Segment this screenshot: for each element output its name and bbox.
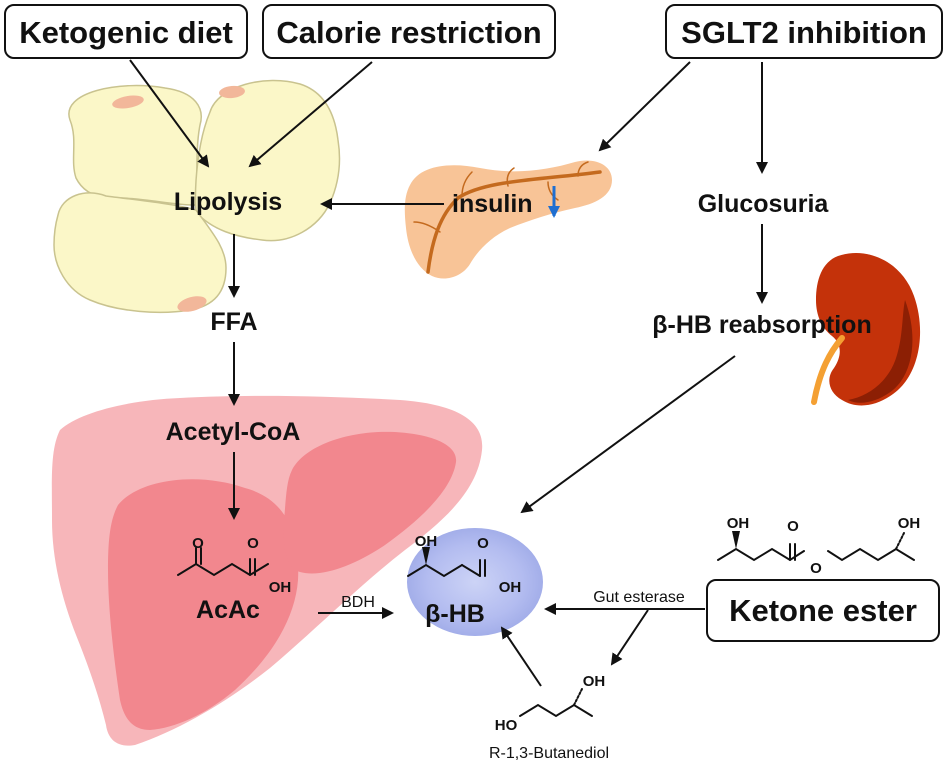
bhb-hydroxyl: OH (499, 579, 522, 596)
butanediol-hydroxyl: OH (583, 673, 606, 690)
ketone-ester-structure: OH O O OH (717, 515, 921, 577)
ester-carbonyl-oxygen: O (787, 518, 799, 535)
pancreas-duct (461, 171, 473, 197)
acetyl-coa-label: Acetyl-CoA (166, 418, 301, 446)
bhb-hydroxyl: OH (415, 533, 438, 550)
liver-inner-right (283, 431, 457, 574)
acac-label: AcAc (196, 596, 260, 624)
pancreas-duct (506, 167, 515, 187)
pancreas-body (404, 160, 612, 279)
pancreas (404, 160, 612, 279)
pancreas-duct (577, 161, 589, 177)
ketogenic-diet-box: Ketogenic diet (4, 4, 248, 59)
ffa-label: FFA (210, 308, 257, 336)
acac-hydroxyl: OH (269, 579, 292, 596)
bhb-structure: OH O OH (407, 533, 522, 596)
calorie-restriction-label: Calorie restriction (276, 15, 541, 50)
bhb-oxygen: O (477, 535, 489, 552)
ketogenic-diet-label: Ketogenic diet (19, 15, 233, 50)
acac-oxygen: O (247, 535, 259, 552)
liver-inner-left (108, 479, 299, 730)
butanediol-structure: HO OH (495, 673, 606, 734)
adipocyte-nucleus (177, 296, 207, 312)
sglt2-inhibition-label: SGLT2 inhibition (681, 15, 927, 50)
gut-esterase-label: Gut esterase (593, 589, 685, 606)
calorie-restriction-box: Calorie restriction (262, 4, 556, 59)
arrow-ester-to-butanediol (610, 609, 649, 666)
insulin-label: insulin (452, 190, 533, 218)
sglt2-inhibition-box: SGLT2 inhibition (665, 4, 943, 59)
pancreas-duct (413, 221, 441, 233)
arrows (129, 59, 768, 687)
lipolysis-label: Lipolysis (174, 188, 282, 216)
bhb-reabsorption-label: β-HB reabsorption (652, 311, 871, 339)
adipocyte-nucleus (112, 95, 144, 109)
arrow-calorie-to-lipolysis (248, 61, 373, 168)
liver (51, 395, 483, 746)
ester-hydroxyl: OH (727, 515, 750, 532)
adipocyte (194, 79, 341, 242)
bhb-highlight (407, 528, 543, 636)
ester-hydroxyl: OH (898, 515, 921, 532)
butanediol-label: R-1,3-Butanediol (489, 745, 609, 762)
glucosuria-label: Glucosuria (698, 190, 830, 218)
acac-structure: O O OH (177, 535, 292, 596)
ketone-ester-box: Ketone ester (706, 579, 940, 642)
arrow-ketogenic-to-lipolysis (129, 59, 210, 168)
adipocyte (53, 192, 227, 314)
arrow-sglt2-to-pancreas (598, 61, 691, 152)
bdh-label: BDH (341, 594, 375, 611)
ester-oxygen: O (810, 560, 822, 577)
adipocyte-nucleus (219, 85, 245, 99)
acac-oxygen: O (192, 535, 204, 552)
kidney (811, 253, 921, 406)
bhb-label: β-HB (425, 600, 485, 628)
adipocyte-cluster (53, 79, 341, 314)
arrow-butanediol-to-bhb (500, 626, 542, 687)
arrow-reabsorption-to-bhb (520, 355, 736, 514)
ketone-ester-label: Ketone ester (729, 593, 917, 628)
butanediol-hydroxyl: HO (495, 717, 518, 734)
ureter (811, 335, 845, 405)
kidney-shadow (848, 300, 913, 403)
pancreas-duct (547, 181, 559, 201)
